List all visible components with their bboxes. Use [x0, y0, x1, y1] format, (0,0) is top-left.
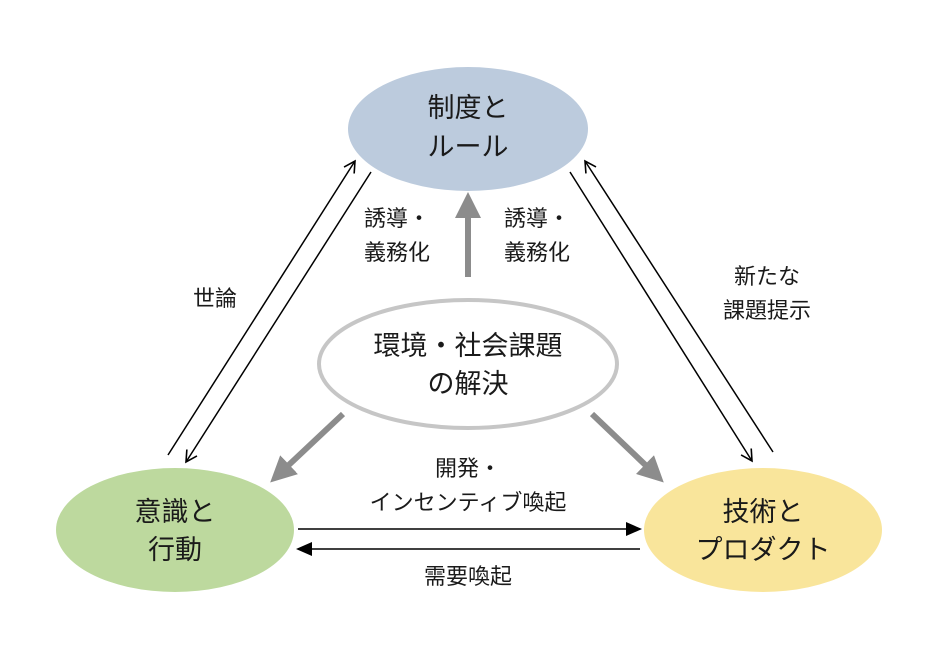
label-new-issues-line1: 新たな	[734, 265, 800, 290]
label-induce-left-line2: 義務化	[364, 241, 430, 266]
arrow-center-to-right	[589, 411, 664, 483]
label-new-issues-line2: 課題提示	[723, 299, 811, 324]
node-system-rules	[348, 67, 588, 191]
arrow-left-to-top	[167, 159, 356, 456]
label-induce-right-line2: 義務化	[504, 241, 570, 266]
label-public-opinion: 世論	[193, 287, 237, 312]
node-right-line1: 技術と	[723, 497, 804, 528]
arrow-top-to-right	[569, 171, 753, 463]
node-center-line2: の解決	[428, 369, 509, 400]
label-development-line1: 開発・	[435, 457, 501, 482]
node-left-line2: 行動	[148, 535, 202, 566]
arrow-center-to-left	[270, 411, 346, 483]
label-induce-right-line1: 誘導・	[504, 207, 570, 232]
arrow-top-to-left	[185, 171, 372, 464]
node-top-line1: 制度と	[428, 93, 509, 124]
node-left-line1: 意識と	[135, 497, 216, 528]
node-awareness-action	[56, 468, 294, 592]
node-center-line1: 環境・社会課題	[374, 331, 563, 362]
node-technology-product	[644, 468, 882, 592]
label-induce-left-line1: 誘導・	[364, 207, 430, 232]
label-demand: 需要喚起	[424, 565, 512, 590]
label-development-line2: インセンティブ喚起	[370, 491, 567, 516]
node-top-line2: ルール	[428, 132, 509, 163]
arrow-right-to-top	[584, 159, 774, 453]
node-environment-social-issues	[317, 298, 619, 430]
node-right-line2: プロダクト	[696, 535, 831, 566]
